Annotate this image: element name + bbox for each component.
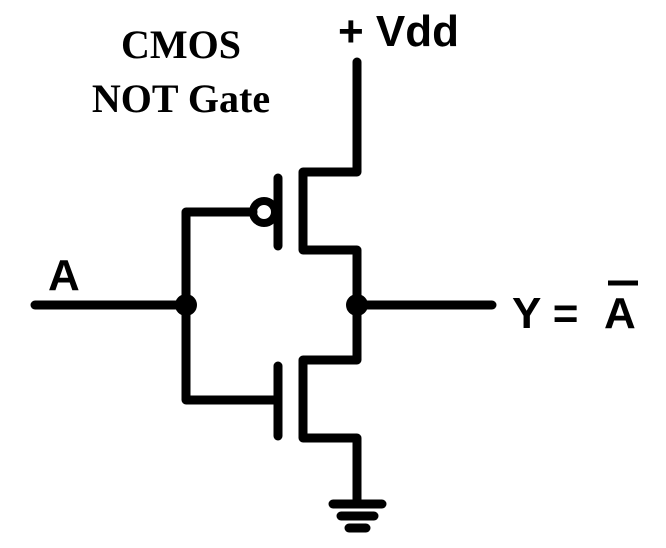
output-junction xyxy=(346,294,368,316)
pmos-channel-wire xyxy=(298,57,362,310)
title-line-1: CMOS xyxy=(121,22,241,67)
vdd-label: + Vdd xyxy=(338,7,459,56)
output-label-prefix: Y = xyxy=(512,289,578,338)
title-line-2: NOT Gate xyxy=(92,76,270,121)
gate-connection-wire xyxy=(181,207,283,405)
input-junction xyxy=(175,294,197,316)
nmos-channel-wire xyxy=(298,300,362,507)
output-label-variable: A xyxy=(604,289,636,338)
input-label: A xyxy=(48,251,80,300)
